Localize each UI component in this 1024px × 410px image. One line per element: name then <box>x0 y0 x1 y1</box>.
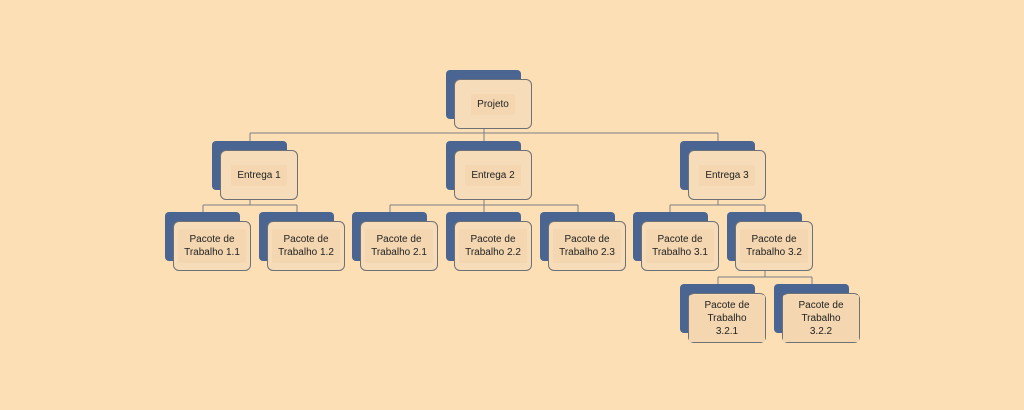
node-pacote-2-2[interactable]: Pacote de Trabalho 2.2 <box>446 212 532 271</box>
node-label: Pacote de Trabalho 3.2 <box>740 229 808 263</box>
node-entrega-3[interactable]: Entrega 3 <box>680 141 766 200</box>
node-card: Pacote de Trabalho 1.1 <box>173 221 251 271</box>
connector-pacote-3-2 <box>717 269 813 284</box>
node-label: Pacote de Trabalho 3.1 <box>646 229 714 263</box>
node-label: Entrega 3 <box>699 164 755 186</box>
node-label: Pacote de Trabalho 2.1 <box>365 229 433 263</box>
node-card: Pacote de Trabalho 1.2 <box>267 221 345 271</box>
node-label: Pacote de Trabalho 1.1 <box>178 229 246 263</box>
node-card: Entrega 3 <box>688 150 766 200</box>
node-card: Pacote de Trabalho 2.3 <box>548 221 626 271</box>
node-label: Pacote de Trabalho 3.2.1 <box>689 294 765 342</box>
node-label: Pacote de Trabalho 3.2.2 <box>783 294 859 342</box>
node-pacote-3-2-1[interactable]: Pacote de Trabalho 3.2.1 <box>680 284 766 343</box>
node-card: Entrega 1 <box>220 150 298 200</box>
node-pacote-1-2[interactable]: Pacote de Trabalho 1.2 <box>259 212 345 271</box>
node-entrega-2[interactable]: Entrega 2 <box>446 141 532 200</box>
node-pacote-3-2-2[interactable]: Pacote de Trabalho 3.2.2 <box>774 284 860 343</box>
node-card: Pacote de Trabalho 2.2 <box>454 221 532 271</box>
node-pacote-2-3[interactable]: Pacote de Trabalho 2.3 <box>540 212 626 271</box>
connector-entrega-3 <box>669 198 766 212</box>
node-pacote-1-1[interactable]: Pacote de Trabalho 1.1 <box>165 212 251 271</box>
connector-entrega-1 <box>202 198 298 212</box>
node-pacote-2-1[interactable]: Pacote de Trabalho 2.1 <box>352 212 438 271</box>
node-label: Pacote de Trabalho 2.3 <box>553 229 621 263</box>
node-card: Projeto <box>454 79 532 129</box>
node-label: Projeto <box>471 93 515 115</box>
node-label: Entrega 2 <box>465 164 521 186</box>
node-card: Pacote de Trabalho 3.2.2 <box>782 293 860 343</box>
node-card: Pacote de Trabalho 3.1 <box>641 221 719 271</box>
node-card: Pacote de Trabalho 2.1 <box>360 221 438 271</box>
node-card: Pacote de Trabalho 3.2 <box>735 221 813 271</box>
node-card: Pacote de Trabalho 3.2.1 <box>688 293 766 343</box>
node-entrega-1[interactable]: Entrega 1 <box>212 141 298 200</box>
node-card: Entrega 2 <box>454 150 532 200</box>
connector-root <box>249 127 719 141</box>
node-label: Entrega 1 <box>231 164 287 186</box>
node-label: Pacote de Trabalho 2.2 <box>459 229 527 263</box>
node-pacote-3-1[interactable]: Pacote de Trabalho 3.1 <box>633 212 719 271</box>
node-pacote-3-2[interactable]: Pacote de Trabalho 3.2 <box>727 212 813 271</box>
node-projeto[interactable]: Projeto <box>446 70 532 129</box>
node-label: Pacote de Trabalho 1.2 <box>272 229 340 263</box>
connector-entrega-2 <box>389 198 579 212</box>
